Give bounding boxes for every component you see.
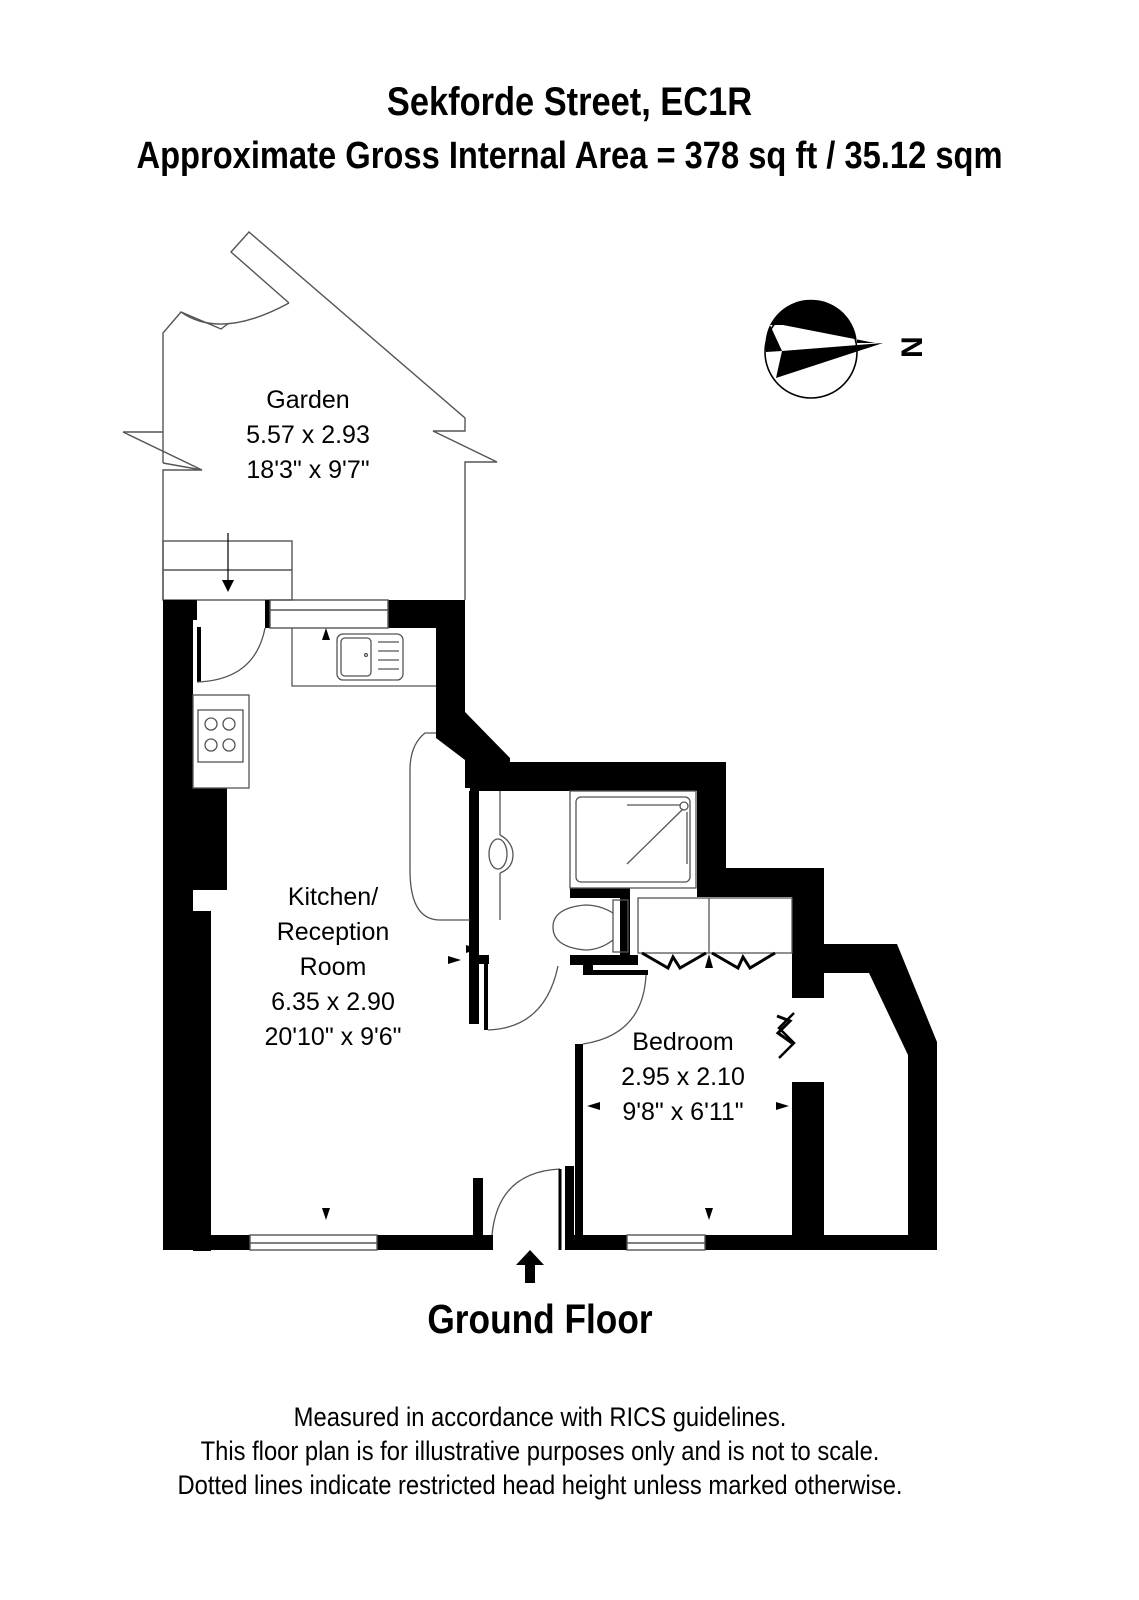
garden-outline: [122, 231, 498, 601]
floor-label: Ground Floor: [427, 1296, 653, 1342]
north-compass-icon: [764, 299, 883, 399]
room-metric: 6.35 x 2.90: [271, 988, 395, 1016]
entrance-arrow-icon: [516, 1250, 544, 1283]
room-kitchen-reception: Kitchen/ Reception Room 6.35 x 2.90 20'1…: [248, 880, 418, 1055]
room-bedroom: Bedroom 2.95 x 2.10 9'8" x 6'11": [603, 1025, 763, 1130]
room-imperial: 20'10" x 9'6": [264, 1023, 402, 1051]
room-name-line1: Kitchen/: [287, 883, 379, 911]
room-garden: Garden 5.57 x 2.93 18'3" x 9'7": [233, 383, 383, 488]
room-name: Bedroom: [632, 1028, 734, 1056]
room-name-line3: Room: [299, 953, 367, 981]
step-down-arrow-icon: [222, 580, 234, 592]
room-metric: 5.57 x 2.93: [246, 421, 370, 449]
room-imperial: 18'3" x 9'7": [246, 456, 370, 484]
gross-internal-area: Approximate Gross Internal Area = 378 sq…: [136, 135, 1003, 177]
room-name-line2: Reception: [276, 918, 390, 946]
dimension-markers: [198, 628, 789, 1220]
disclaimer: Measured in accordance with RICS guideli…: [65, 1400, 1015, 1502]
walls: [163, 600, 937, 1251]
disclaimer-line: Dotted lines indicate restricted head he…: [177, 1470, 903, 1500]
windows: [249, 599, 706, 1251]
wardrobe-doors: [641, 951, 793, 1045]
compass-north-label: N: [896, 336, 929, 358]
kitchen-fixtures: [192, 627, 793, 1250]
property-title: Sekforde Street, EC1R: [386, 80, 753, 124]
disclaimer-line: Measured in accordance with RICS guideli…: [293, 1402, 787, 1432]
room-metric: 2.95 x 2.10: [621, 1063, 745, 1091]
room-imperial: 9'8" x 6'11": [622, 1098, 744, 1126]
disclaimer-line: This floor plan is for illustrative purp…: [200, 1436, 880, 1466]
radiator-zigzag: [777, 1012, 796, 1059]
room-name: Garden: [266, 386, 350, 414]
